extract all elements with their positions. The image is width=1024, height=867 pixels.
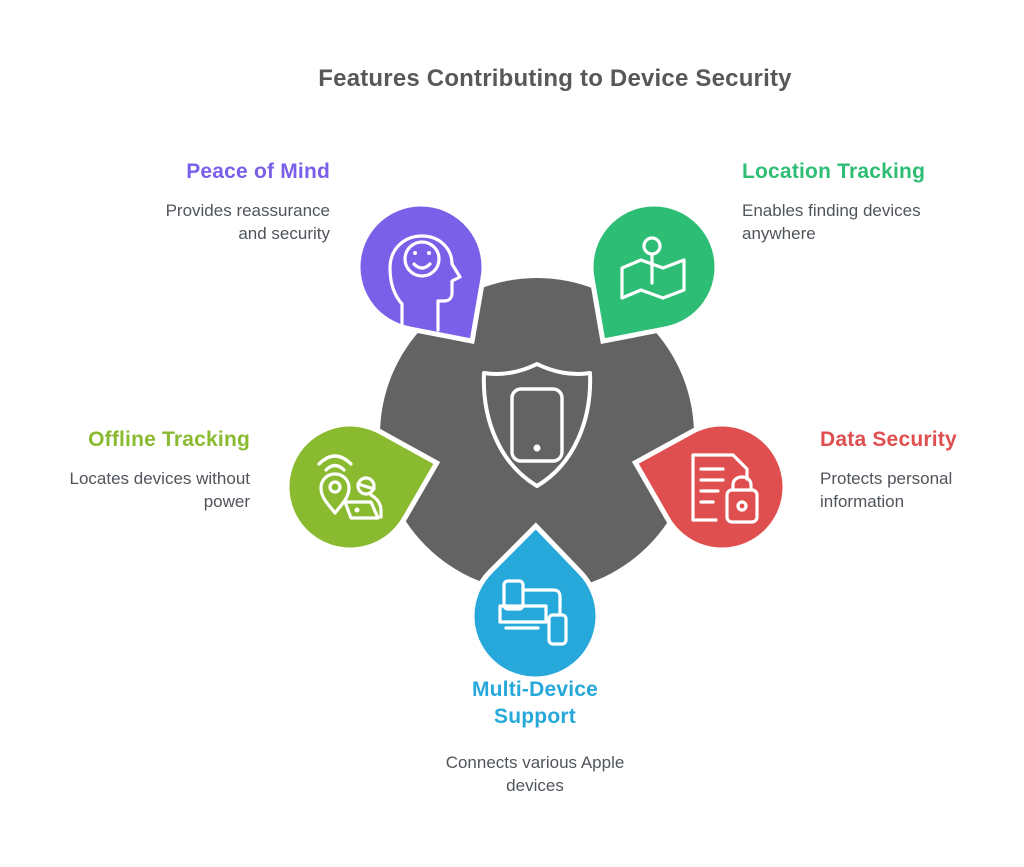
page-title: Features Contributing to Device Security — [318, 65, 792, 92]
node-data-security-label: Data Security — [820, 428, 957, 451]
node-peace-of-mind-description: Provides reassurance and security — [165, 201, 330, 243]
head-smile-icon — [388, 234, 462, 332]
node-offline-tracking-label: Offline Tracking — [88, 428, 250, 451]
node-multi-device-support: Multi-Device Support Connects various Ap… — [430, 676, 640, 797]
node-peace-of-mind-label: Peace of Mind — [186, 160, 330, 183]
node-multi-device-support-label: Multi-Device Support — [471, 678, 599, 728]
document-lock-icon — [691, 453, 759, 524]
petal-location-tracking — [588, 201, 720, 345]
node-location-tracking-label: Location Tracking — [742, 160, 926, 183]
petal-peace-of-mind — [355, 201, 487, 345]
node-offline-tracking: Offline Tracking Locates devices without… — [40, 426, 251, 513]
node-location-tracking-description: Enables finding devices anywhere — [742, 201, 921, 243]
center-circle — [380, 278, 694, 592]
node-offline-tracking-description: Locates devices without power — [69, 469, 251, 511]
node-data-security-description: Protects personal information — [820, 469, 953, 511]
node-multi-device-support-description: Connects various Apple devices — [445, 753, 625, 795]
node-location-tracking: Location Tracking Enables finding device… — [742, 158, 942, 245]
shield-device-icon — [481, 362, 593, 488]
node-data-security: Data Security Protects personal informat… — [820, 426, 985, 513]
offline-locator-icon — [317, 454, 383, 520]
map-pin-icon — [620, 236, 686, 300]
node-peace-of-mind: Peace of Mind Provides reassurance and s… — [140, 158, 330, 245]
petal-offline-tracking — [284, 421, 441, 553]
connected-devices-icon — [498, 579, 568, 646]
